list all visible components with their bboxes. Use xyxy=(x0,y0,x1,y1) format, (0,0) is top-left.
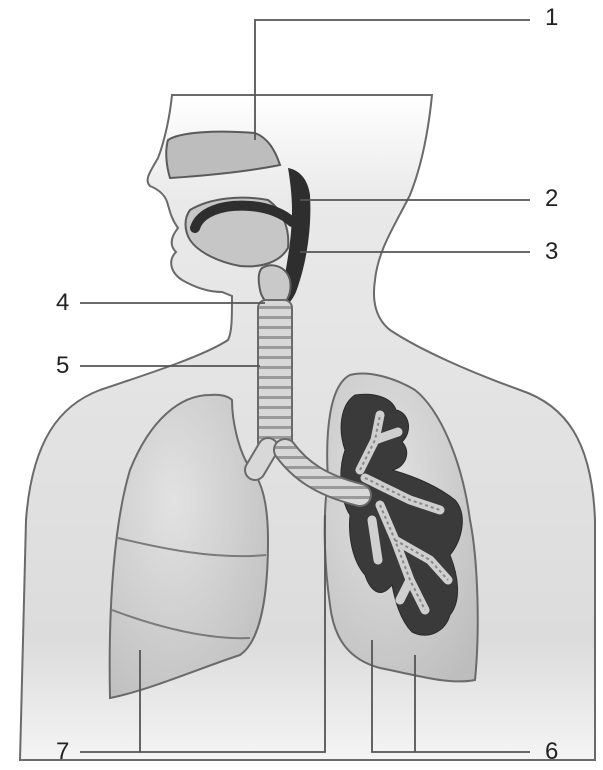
label-2: 2 xyxy=(545,187,558,211)
label-4: 4 xyxy=(56,291,69,315)
label-3: 3 xyxy=(545,240,558,264)
label-1: 1 xyxy=(545,6,558,30)
label-7: 7 xyxy=(56,740,69,764)
label-6: 6 xyxy=(545,740,558,764)
main-bronchus-right-inner xyxy=(255,448,268,470)
label-5: 5 xyxy=(56,354,69,378)
trachea xyxy=(258,300,292,450)
